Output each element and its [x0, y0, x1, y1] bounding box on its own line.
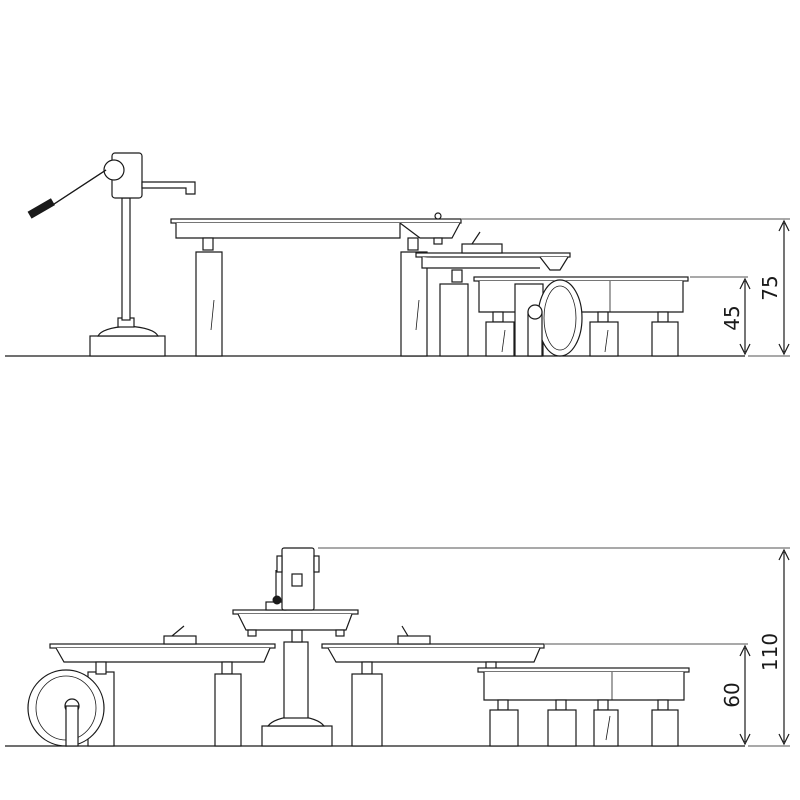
dimension-lines-front	[318, 547, 790, 747]
dimension-label-45: 45	[720, 305, 744, 330]
side-elevation-view: 75 45	[5, 152, 790, 357]
low-table-front	[477, 667, 690, 747]
water-wheel-front	[27, 669, 115, 747]
central-pump	[232, 547, 359, 747]
hand-pump	[27, 152, 196, 357]
dimension-lines-side	[462, 218, 790, 357]
dimension-label-75: 75	[758, 275, 782, 300]
front-elevation-view: 110 60	[5, 547, 790, 747]
left-table-front	[49, 625, 276, 747]
water-wheel-side	[514, 279, 583, 357]
long-table	[170, 212, 462, 357]
right-table-front	[321, 625, 545, 747]
dimension-label-60: 60	[720, 682, 744, 707]
medium-table	[415, 231, 571, 357]
dimension-label-110: 110	[758, 633, 782, 671]
